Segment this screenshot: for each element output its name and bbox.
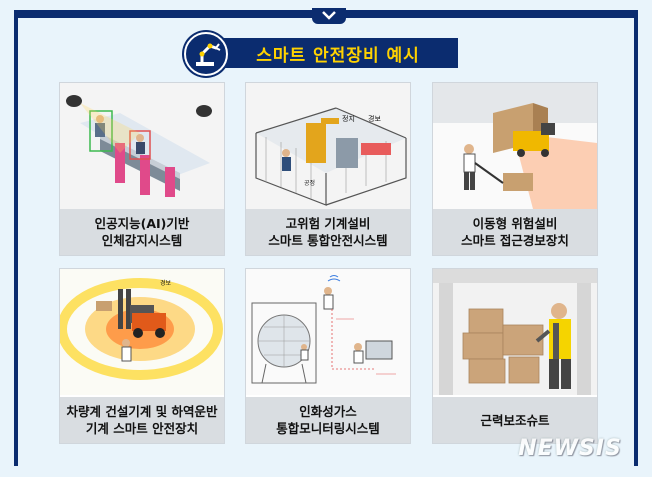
card-caption: 근력보조슈트 — [433, 397, 597, 443]
collapse-toggle[interactable] — [312, 8, 346, 24]
process-label: 공정 — [304, 180, 315, 187]
card-caption: 고위험 기계설비 스마트 통합안전시스템 — [246, 209, 410, 255]
caption-line: 고위험 기계설비 — [285, 216, 371, 231]
newsis-watermark: NEWSIS — [500, 430, 640, 466]
caption-line: 기계 스마트 안전장치 — [85, 421, 199, 436]
caption-line: 인체감지시스템 — [101, 233, 183, 248]
illustration-exoskeleton — [433, 269, 597, 395]
caption-line: 통합모니터링시스템 — [276, 421, 380, 436]
card-construction-vehicle[interactable]: 경보 차량계 건설기계 및 하역운반 기계 스마트 안전장치 — [59, 268, 225, 444]
caption-line: 차량계 건설기계 및 하역운반 — [66, 404, 218, 419]
card-high-risk-machine[interactable]: 정지 경보 공정 고위험 기계설비 스마트 통합안전시스템 — [245, 82, 411, 256]
left-border — [14, 18, 18, 466]
card-ai-human-detection[interactable]: 인공지능(AI)기반 인체감지시스템 — [59, 82, 225, 256]
caption-line: 근력보조슈트 — [480, 412, 550, 428]
card-caption: 인화성가스 통합모니터링시스템 — [246, 397, 410, 443]
card-mobile-equipment-alarm[interactable]: 이동형 위험설비 스마트 접근경보장치 — [432, 82, 598, 256]
alarm-label: 경보 — [160, 280, 172, 287]
illustration-proximity-alarm — [433, 83, 597, 209]
robot-arm-icon — [184, 32, 228, 76]
illustration-forklift-safety: 경보 — [60, 269, 224, 395]
right-border — [634, 18, 638, 466]
watermark-text: NEWSIS — [518, 435, 622, 461]
stop-label: 정지 — [342, 114, 355, 123]
chevron-down-icon — [322, 11, 336, 20]
card-caption: 인공지능(AI)기반 인체감지시스템 — [60, 209, 224, 255]
card-muscle-assist-suit[interactable]: 근력보조슈트 — [432, 268, 598, 444]
illustration-ai-detection — [60, 83, 224, 209]
card-caption: 이동형 위험설비 스마트 접근경보장치 — [433, 209, 597, 255]
card-caption: 차량계 건설기계 및 하역운반 기계 스마트 안전장치 — [60, 397, 224, 443]
title-box: 스마트 안전장비 예시 — [218, 38, 458, 68]
caption-line: 스마트 통합안전시스템 — [268, 233, 388, 248]
illustration-machine-safety: 정지 경보 공정 — [246, 83, 410, 209]
caption-line: 스마트 접근경보장치 — [461, 233, 569, 248]
illustration-gas-monitoring — [246, 269, 410, 395]
page-title: 스마트 안전장비 예시 — [256, 45, 420, 66]
caption-line: 인공지능(AI)기반 — [94, 216, 190, 231]
card-flammable-gas-monitoring[interactable]: 인화성가스 통합모니터링시스템 — [245, 268, 411, 444]
alarm-label: 경보 — [368, 114, 381, 123]
caption-line: 인화성가스 — [299, 404, 357, 419]
caption-line: 이동형 위험설비 — [472, 216, 558, 231]
